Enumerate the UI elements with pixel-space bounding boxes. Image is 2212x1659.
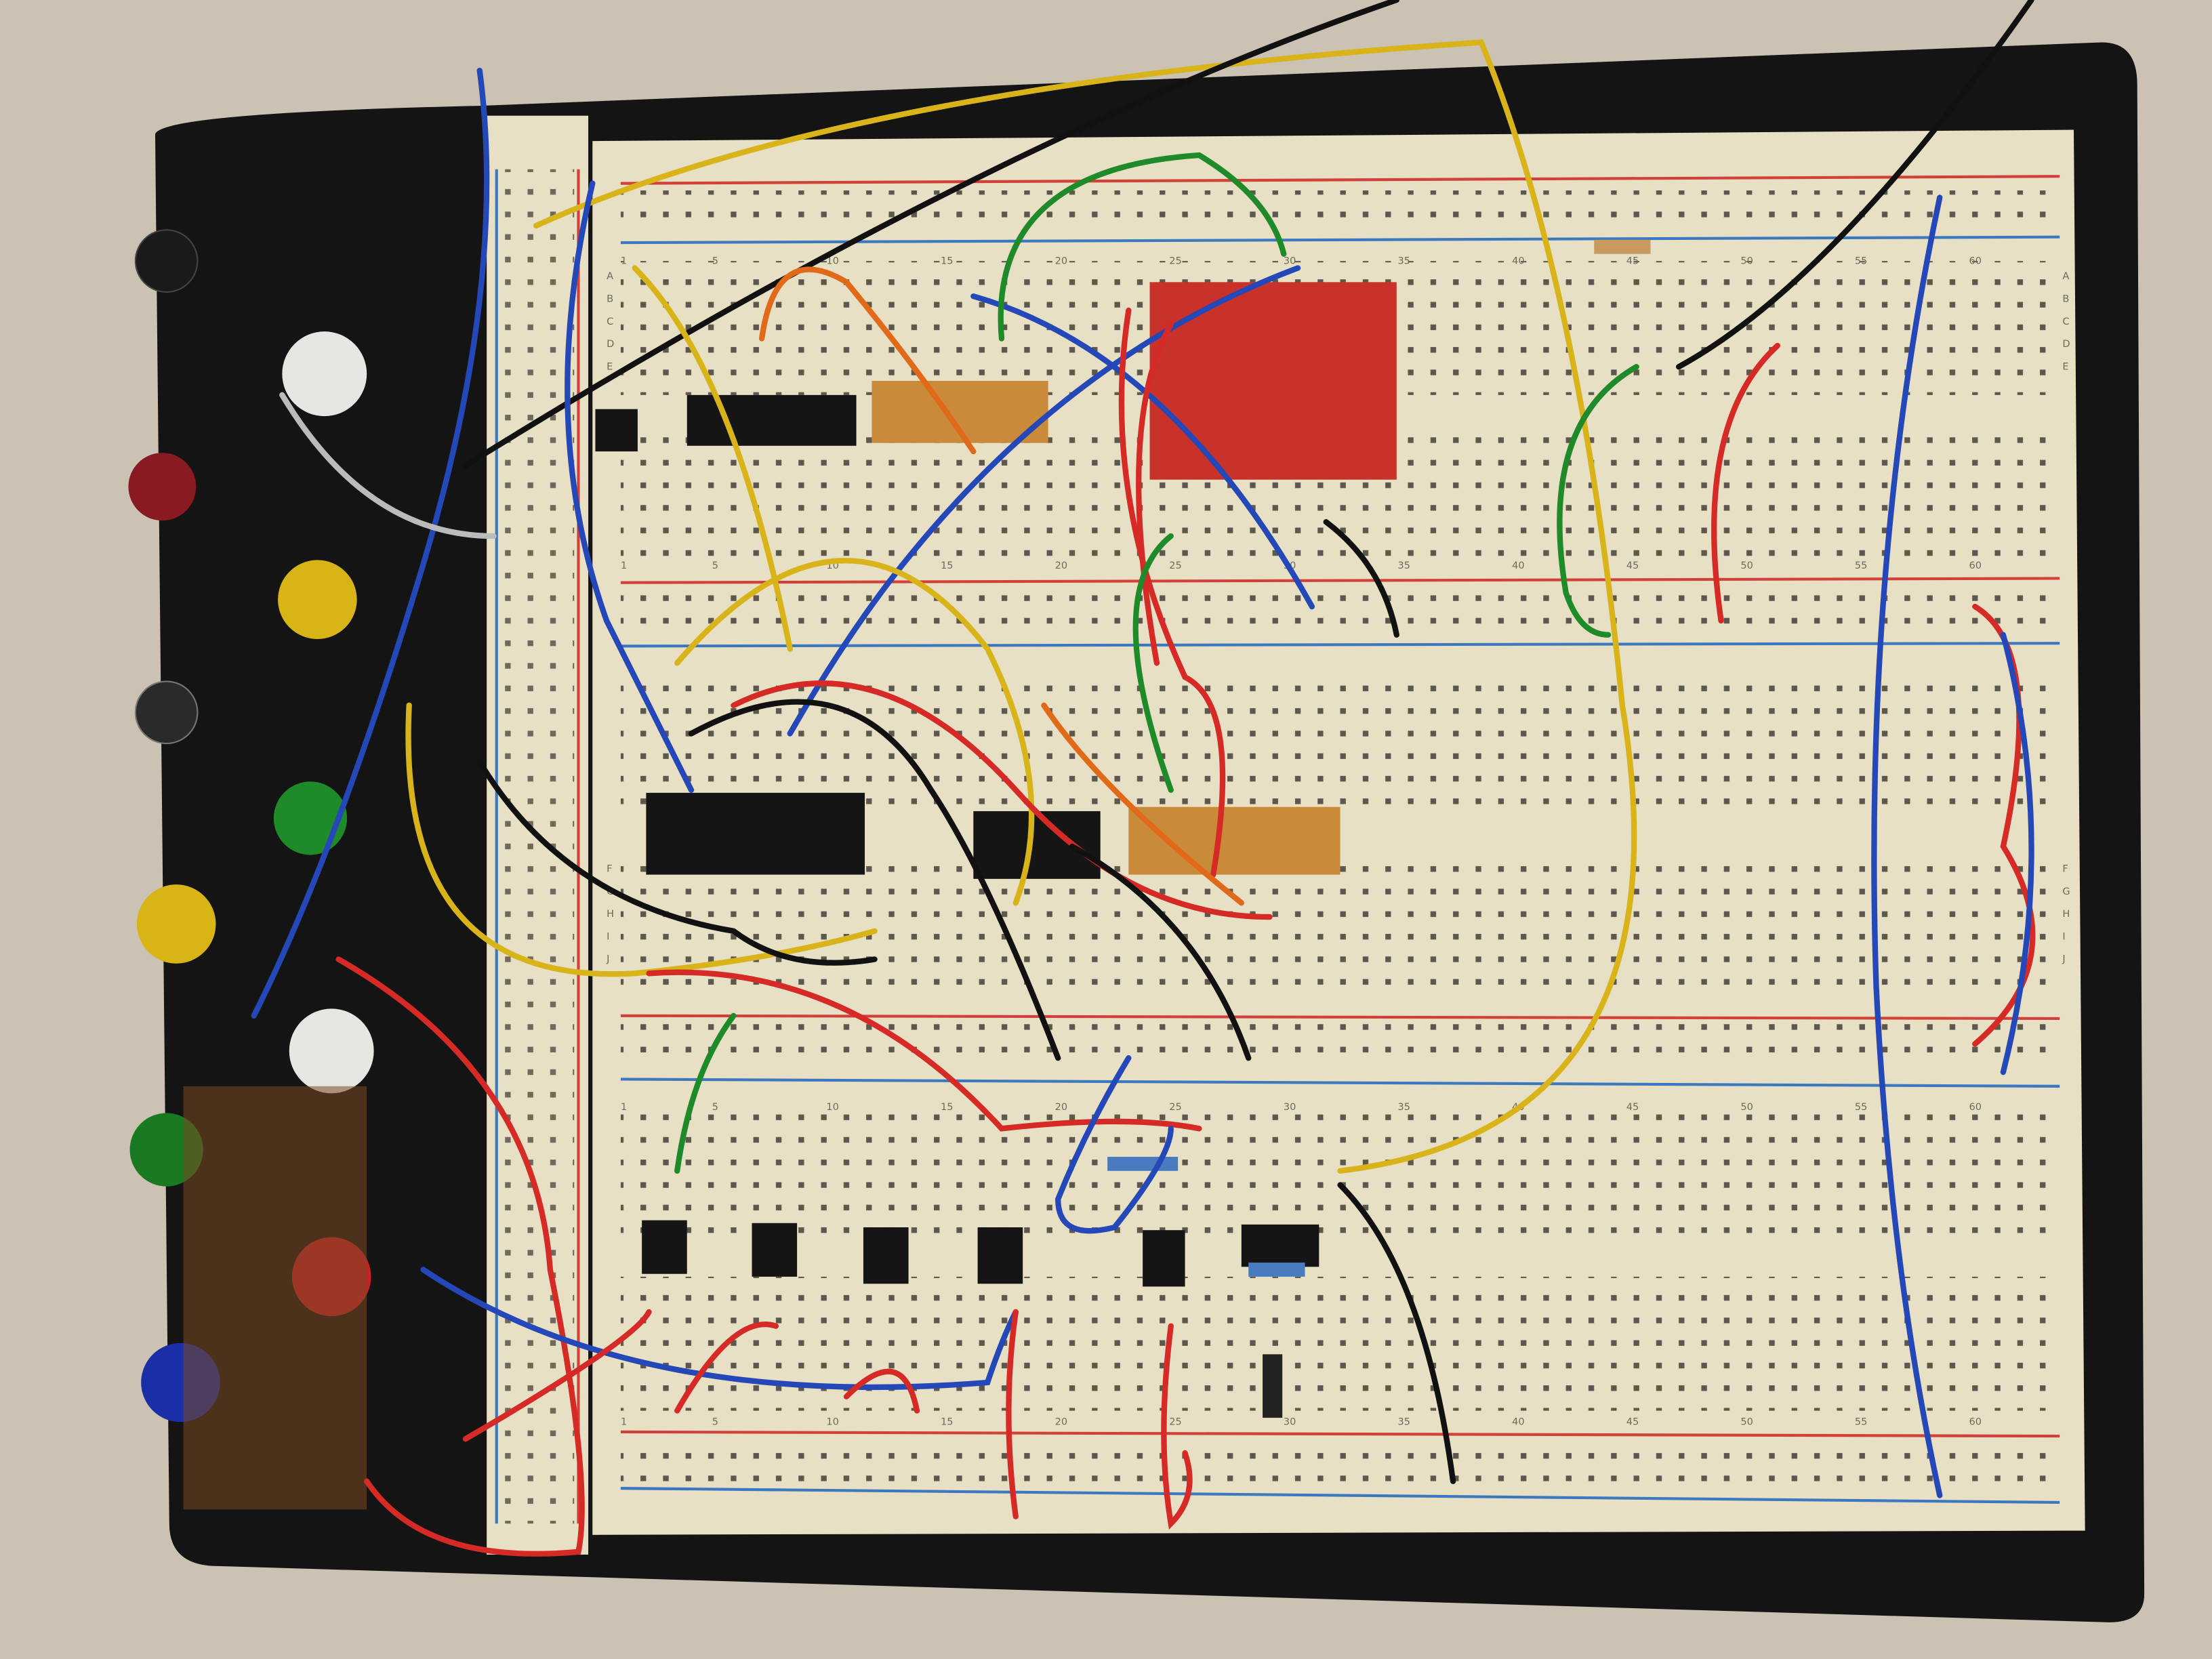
row-letter-label: E: [607, 361, 613, 372]
column-number-label: 40: [1512, 560, 1525, 571]
resistor: [1107, 1156, 1179, 1171]
column-number-label: 1: [621, 1416, 627, 1427]
column-number-label: 15: [941, 1101, 954, 1113]
optocoupler: [642, 1220, 687, 1274]
row-letter-label: H: [2062, 908, 2070, 920]
row-letter-label: H: [607, 908, 614, 920]
column-number-label: 10: [826, 255, 839, 266]
row-letter-label: D: [607, 338, 614, 350]
binding-post-red: [128, 453, 197, 521]
row-letter-label: J: [2062, 954, 2065, 965]
column-number-label: 40: [1512, 255, 1525, 266]
row-letter-label: D: [2062, 338, 2070, 350]
row-letter-label: J: [606, 954, 609, 965]
row-letter-label: A: [607, 270, 613, 282]
diode: [1263, 1354, 1283, 1418]
column-number-label: 30: [1284, 255, 1296, 266]
row-letter-label: E: [2062, 361, 2068, 372]
column-number-label: 50: [1740, 1416, 1753, 1427]
column-number-label: 35: [1397, 1416, 1410, 1427]
column-number-label: 40: [1512, 1416, 1525, 1427]
column-number-label: 55: [1855, 1101, 1868, 1113]
ic-chip: [973, 811, 1101, 879]
column-number-label: 35: [1397, 560, 1410, 571]
relay-module: [1149, 282, 1397, 480]
column-number-label: 20: [1055, 1416, 1068, 1427]
row-letter-label: I: [607, 930, 609, 942]
binding-post-white: [282, 331, 367, 417]
column-number-label: 20: [1055, 255, 1068, 266]
column-number-label: 55: [1855, 255, 1868, 266]
optocoupler: [1143, 1230, 1185, 1287]
row-letter-label: C: [2062, 316, 2069, 327]
column-number-label: 60: [1969, 255, 1982, 266]
column-number-label: 20: [1055, 1101, 1068, 1113]
column-number-label: 25: [1169, 1416, 1182, 1427]
ic-chip: [646, 792, 865, 875]
row-letter-label: F: [607, 863, 612, 874]
column-number-label: 1: [621, 255, 627, 266]
row-letter-label: B: [607, 293, 613, 304]
column-number-label: 25: [1169, 255, 1182, 266]
column-number-label: 10: [826, 1101, 839, 1113]
row-letter-label: I: [2062, 930, 2065, 942]
column-number-label: 55: [1855, 560, 1868, 571]
column-number-label: 1: [621, 560, 627, 571]
column-number-label: 20: [1055, 560, 1068, 571]
column-number-label: 60: [1969, 560, 1982, 571]
binding-post-yellow: [136, 884, 216, 964]
column-number-label: 30: [1284, 1101, 1296, 1113]
column-number-label: 5: [712, 1416, 718, 1427]
column-number-label: 50: [1740, 560, 1753, 571]
column-number-label: 30: [1284, 1416, 1296, 1427]
column-number-label: 15: [941, 255, 954, 266]
column-number-label: 5: [712, 560, 718, 571]
ic-chip: [687, 394, 857, 446]
column-number-label: 5: [712, 1101, 718, 1113]
row-letter-label: G: [2062, 886, 2070, 897]
column-number-label: 35: [1397, 255, 1410, 266]
wires: [251, 0, 2036, 1557]
column-number-label: 25: [1169, 1101, 1182, 1113]
resistor: [1594, 239, 1651, 254]
row-letter-label: F: [2062, 863, 2068, 874]
binding-post-black: [134, 680, 199, 745]
row-letter-label: C: [607, 316, 613, 327]
resistor-network: [1128, 806, 1340, 875]
power-rails: [620, 175, 2060, 1504]
column-number-label: 5: [712, 255, 718, 266]
transistor: [1241, 1224, 1319, 1267]
column-number-label: 60: [1969, 1416, 1982, 1427]
binding-post-yellow: [278, 560, 357, 639]
binding-post-black: [134, 229, 199, 293]
optocoupler: [977, 1227, 1023, 1284]
manufacturer-logo: [183, 1086, 367, 1510]
resistor: [1248, 1263, 1305, 1277]
optocoupler: [752, 1223, 798, 1277]
binding-post-white: [289, 1008, 374, 1094]
column-number-label: 45: [1626, 255, 1639, 266]
column-number-label: 15: [941, 1416, 954, 1427]
row-letter-label: A: [2062, 270, 2069, 282]
column-number-label: 1: [621, 1101, 627, 1113]
column-number-label: 10: [826, 1416, 839, 1427]
column-number-label: 25: [1169, 560, 1182, 571]
column-number-label: 60: [1969, 1101, 1982, 1113]
column-number-label: 35: [1397, 1101, 1410, 1113]
row-letter-label: B: [2062, 293, 2069, 304]
column-number-label: 50: [1740, 1101, 1753, 1113]
column-number-label: 55: [1855, 1416, 1868, 1427]
column-number-label: 45: [1626, 560, 1639, 571]
column-number-label: 15: [941, 560, 954, 571]
column-number-label: 45: [1626, 1101, 1639, 1113]
ic-chip: [595, 409, 638, 452]
strip-holes: [500, 169, 575, 1524]
optocoupler: [863, 1227, 909, 1284]
column-number-label: 50: [1740, 255, 1753, 266]
column-number-label: 45: [1626, 1416, 1639, 1427]
